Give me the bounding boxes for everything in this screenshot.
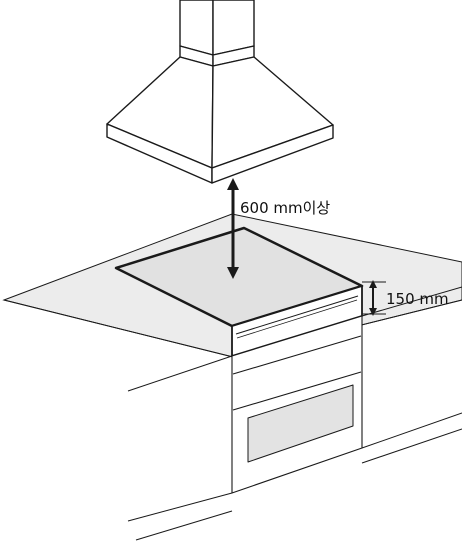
cooktop-height-dimension: 150 mm [362, 280, 449, 316]
hood-clearance-dimension: 600 mm이상 [227, 178, 330, 279]
range-hood [106, 0, 334, 184]
floor-lines [127, 286, 462, 541]
hood-clearance-label: 600 mm이상 [240, 199, 330, 217]
oven-window [247, 384, 354, 463]
hood-rim-right [211, 124, 334, 184]
cooktop-height-label: 150 mm [386, 290, 449, 308]
